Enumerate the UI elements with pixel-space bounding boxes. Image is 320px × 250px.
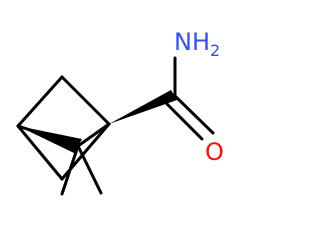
amide-nitrogen-label: NH2 bbox=[174, 28, 220, 60]
wedge-bond-c1-carbonyl bbox=[109, 90, 177, 124]
bond-c2-c3 bbox=[16, 75, 64, 128]
molecule-diagram: NH2 O bbox=[16, 28, 224, 196]
bond-carbonyl-oxygen-outer bbox=[173, 94, 215, 135]
bond-layer bbox=[16, 56, 215, 196]
amide-nitrogen-symbol: NH bbox=[174, 28, 210, 56]
atom-label-layer: NH2 O bbox=[174, 28, 224, 166]
molecule-structure: NH2 O bbox=[16, 28, 224, 196]
carbonyl-oxygen-label: O bbox=[205, 138, 224, 166]
bond-c1-c2 bbox=[60, 75, 111, 126]
amide-nitrogen-subscript: 2 bbox=[210, 41, 220, 60]
bond-carbonyl-oxygen-inner bbox=[165, 102, 204, 141]
wedge-bond-c3-c7 bbox=[18, 126, 82, 153]
bond-c7-c1 bbox=[76, 122, 111, 148]
bond-c3-c4 bbox=[16, 124, 64, 181]
bond-c7-methyl-left bbox=[60, 144, 80, 196]
bond-c7-methyl-right bbox=[76, 144, 103, 195]
